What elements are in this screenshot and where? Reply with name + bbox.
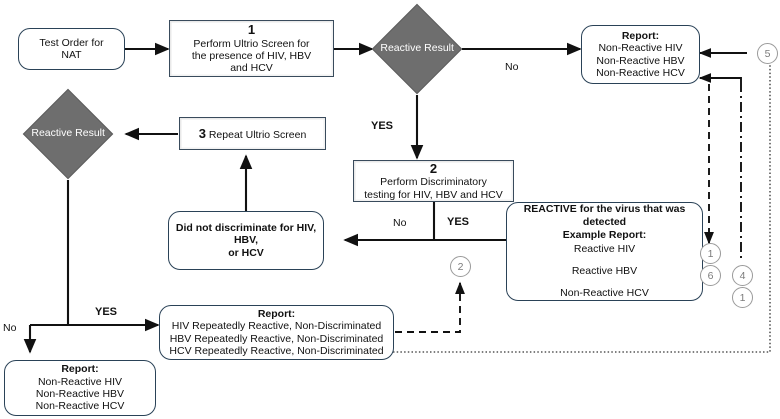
node-test-order-for-nat[interactable]: Test Order for NAT	[18, 28, 125, 70]
step2-line2: testing for HIV, HBV and HCV	[364, 188, 503, 201]
step1-text1: Perform Ultrio Screen for	[193, 37, 310, 50]
did-not-discriminate-line1: Did not discriminate for HIV, HBV,	[175, 221, 317, 247]
reactive-spacer-1	[524, 256, 686, 265]
report-rr-line1: HIV Repeatedly Reactive, Non-Discriminat…	[171, 320, 382, 333]
report-tr-heading: Report:	[621, 29, 660, 42]
report-bl-line2: Non-Reactive HBV	[35, 388, 125, 400]
test-order-line2: NAT	[61, 49, 82, 61]
reactive-heading1: REACTIVE for the virus that was	[523, 203, 686, 216]
reactive-heading2: detected	[582, 216, 627, 229]
report-tr-line1: Non-Reactive HIV	[598, 42, 683, 55]
node-did-not-discriminate[interactable]: Did not discriminate for HIV, HBV, or HC…	[168, 211, 324, 270]
report-bl-line1: Non-Reactive HIV	[37, 375, 122, 388]
edge-label-yes-top-center: YES	[371, 120, 394, 132]
report-tr-line2: Non-Reactive HBV	[596, 54, 685, 67]
node-step1-perform-ultrio-screen[interactable]: 1 Perform Ultrio Screen for the presence…	[169, 20, 334, 77]
step2-text1: Perform Discriminatory	[380, 176, 487, 189]
step1-line2: the presence of HIV, HBV	[191, 50, 312, 62]
did-not-discriminate-line2: or HCV	[228, 246, 264, 259]
step2-number: 2	[429, 160, 438, 176]
ref-marker-2[interactable]: 2	[450, 256, 471, 277]
test-order-line1: Test Order for	[39, 36, 104, 49]
ref-marker-4[interactable]: 4	[732, 265, 753, 286]
report-bl-heading: Report:	[61, 363, 99, 376]
report-rr-line2: HBV Repeatedly Reactive, Non-Discriminat…	[169, 332, 384, 345]
edge-label-yes-bottom-left: YES	[95, 306, 118, 318]
report-rr-heading: Report:	[257, 307, 296, 320]
diamond-left-line2: Result	[75, 127, 105, 140]
step3-number: 3	[198, 125, 206, 141]
step1-line3: and HCV	[230, 62, 273, 75]
node-report-non-reactive-top-right[interactable]: Report: Non-Reactive HIV Non-Reactive HB…	[581, 25, 700, 84]
reactive-line1: Reactive HIV	[573, 242, 636, 255]
diamond-left-line1: Reactive	[31, 127, 73, 140]
node-diamond-reactive-result-left[interactable]: Reactive Result	[22, 88, 114, 180]
ref-marker-1-upper[interactable]: 1	[700, 243, 721, 264]
step2-line1: 2 Perform Discriminatory	[364, 161, 503, 189]
step3-label: Repeat Ultrio Screen	[208, 128, 307, 141]
edge-label-no-bottom-left: No	[3, 322, 17, 334]
reactive-heading3: Example Report:	[562, 229, 647, 242]
report-bl-line3: Non-Reactive HCV	[35, 400, 125, 413]
diamond-top-line2: Result	[424, 42, 454, 55]
edge-label-no-top-right: No	[505, 61, 519, 73]
node-report-repeatedly-reactive[interactable]: Report: HIV Repeatedly Reactive, Non-Dis…	[159, 305, 394, 360]
reactive-line3: Non-Reactive HCV	[560, 286, 649, 299]
report-rr-line3: HCV Repeatedly Reactive, Non-Discriminat…	[169, 344, 384, 357]
ref-marker-6[interactable]: 6	[700, 265, 721, 286]
edge-label-yes-step2: YES	[447, 216, 470, 228]
node-report-non-reactive-bottom-left[interactable]: Report: Non-Reactive HIV Non-Reactive HB…	[4, 360, 156, 416]
node-step2-perform-discriminatory-testing[interactable]: 2 Perform Discriminatory testing for HIV…	[353, 160, 514, 202]
reactive-spacer-2	[524, 278, 686, 287]
node-diamond-reactive-result-top[interactable]: Reactive Result	[371, 3, 463, 95]
step1-number: 1	[247, 22, 256, 38]
step1-line1: 1 Perform Ultrio Screen for	[192, 22, 311, 50]
edge-label-no-step2: No	[393, 217, 407, 229]
diamond-top-line1: Reactive	[380, 42, 422, 55]
node-step3-repeat-ultrio-screen[interactable]: 3 Repeat Ultrio Screen	[179, 117, 326, 150]
reactive-line2: Reactive HBV	[571, 264, 638, 277]
node-reactive-virus-detected[interactable]: REACTIVE for the virus that was detected…	[506, 202, 703, 301]
ref-marker-5[interactable]: 5	[757, 43, 778, 64]
report-tr-line3: Non-Reactive HCV	[596, 66, 685, 79]
ref-marker-1-lower[interactable]: 1	[732, 287, 753, 308]
